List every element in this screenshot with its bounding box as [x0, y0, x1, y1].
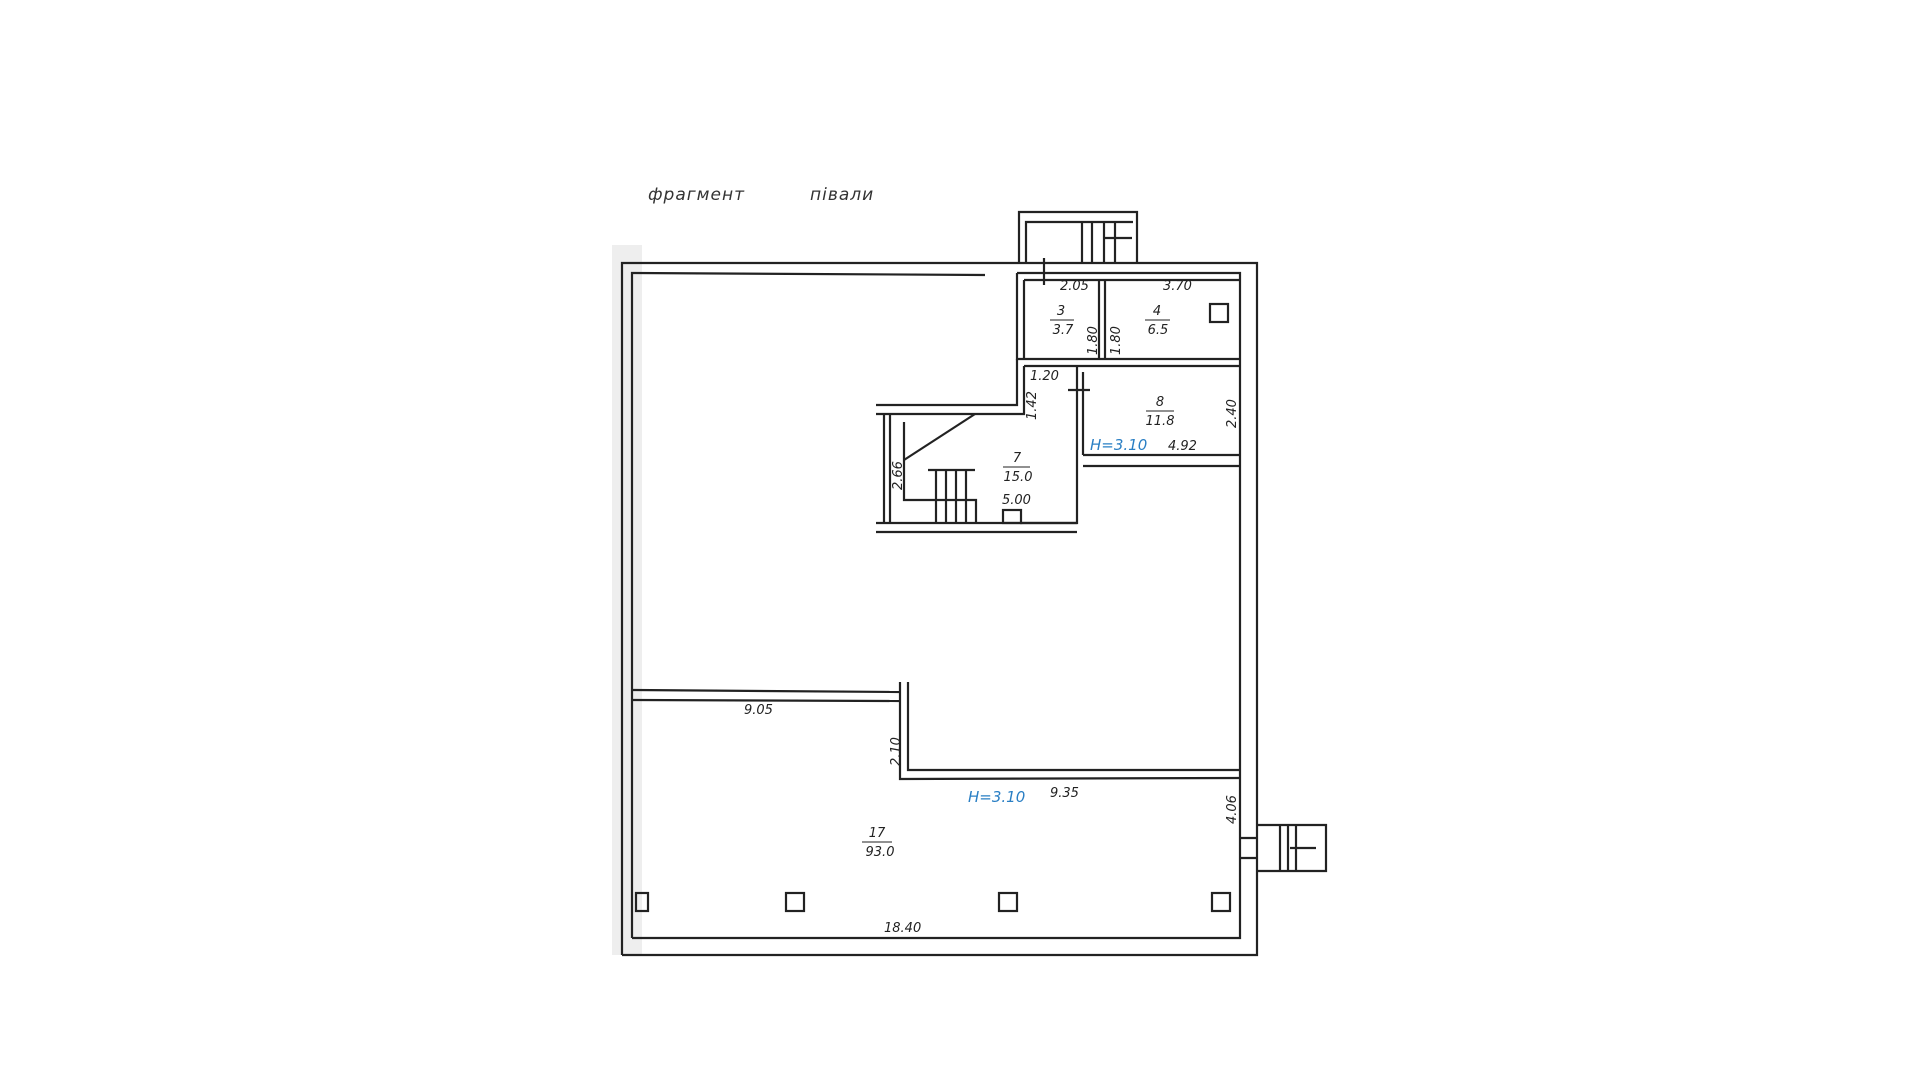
- room-number: 7: [1013, 451, 1022, 466]
- room-area: 15.0: [1004, 470, 1033, 485]
- room-area: 6.5: [1148, 323, 1169, 338]
- dimension: 2.10: [889, 737, 904, 766]
- dimension: 1.80: [1109, 326, 1124, 355]
- room-area: 93.0: [866, 845, 895, 860]
- top-stair: [1017, 210, 1139, 285]
- dimension: 1.42: [1025, 391, 1040, 420]
- room-number: 4: [1153, 304, 1161, 319]
- dimension: 2.05: [1060, 279, 1089, 294]
- ceiling-height: H=3.10: [1090, 436, 1147, 454]
- outer-wall: [620, 261, 1259, 957]
- column: [1208, 302, 1230, 324]
- scan-shadow: [612, 245, 642, 955]
- dimension-labels: 2.05 3.70 1.80 1.80 1.20 1.42 2.40 H=3.1…: [744, 279, 1240, 936]
- ceiling-height: H=3.10: [968, 788, 1025, 806]
- room-7: [876, 359, 1077, 534]
- dimension: 4.92: [1168, 439, 1197, 454]
- rooms-3-4: [1015, 273, 1240, 368]
- dimension: 1.20: [1030, 369, 1059, 384]
- lower-partitions: [631, 682, 1328, 913]
- dimension: 9.35: [1050, 786, 1079, 801]
- plan-title-word2: півали: [810, 185, 874, 205]
- room-area: 3.7: [1053, 323, 1074, 338]
- room-area: 11.8: [1146, 414, 1175, 429]
- plan-title-word1: фрагмент: [648, 185, 745, 205]
- dimension: 1.80: [1086, 326, 1101, 355]
- dimension: 5.00: [1002, 493, 1031, 508]
- dimension: 9.05: [744, 703, 773, 718]
- dimension: 2.66: [891, 461, 906, 490]
- dimension: 18.40: [884, 921, 921, 936]
- dimension: 2.40: [1225, 399, 1240, 428]
- dimension: 4.06: [1225, 795, 1240, 824]
- dimension: 3.70: [1163, 279, 1192, 294]
- room-labels: 3 3.7 4 6.5 8 11.8 7 15.0 17 93.0: [862, 304, 1174, 860]
- room-number: 3: [1057, 304, 1065, 319]
- room-number: 17: [869, 826, 886, 841]
- room-number: 8: [1156, 395, 1164, 410]
